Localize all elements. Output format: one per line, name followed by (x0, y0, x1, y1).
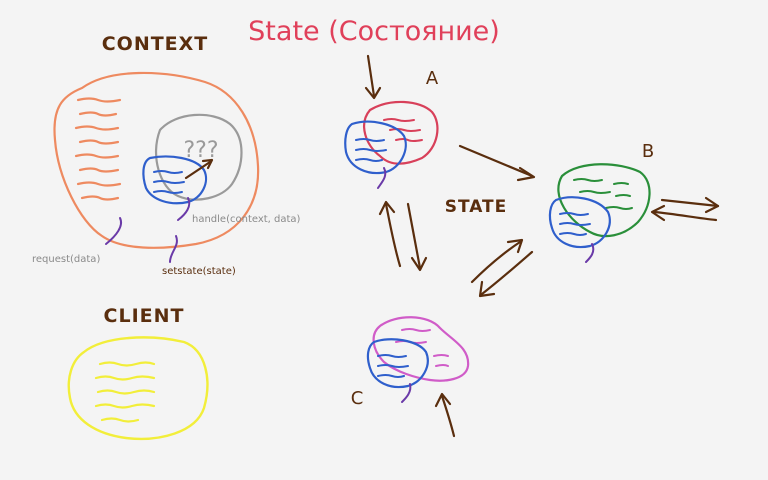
current-state-blob (142, 155, 214, 205)
handle-label: handle(context, data) (192, 214, 301, 225)
state-a-blob (344, 100, 439, 189)
state-b-label: B (642, 141, 654, 162)
context-label: CONTEXT (102, 33, 209, 55)
state-a-label: A (426, 68, 439, 89)
arrow-into-state-c (434, 392, 456, 438)
request-label: request(data) (32, 254, 100, 265)
context-blob (53, 71, 260, 249)
diagram-title: State (Состояние) (248, 16, 500, 47)
arrow-into-state-a (364, 54, 382, 100)
state-c-label: C (351, 388, 364, 409)
connector-squiggles (105, 197, 191, 263)
state-c-blob (366, 316, 470, 403)
arrow-a-to-b (458, 144, 536, 182)
client-label: CLIENT (104, 305, 185, 327)
arrows-b-c (470, 238, 534, 298)
question-marks: ??? (183, 138, 218, 163)
arrows-a-c (378, 200, 428, 272)
state-label: STATE (445, 197, 508, 217)
client-blob (67, 336, 209, 440)
arrows-b-external (650, 196, 720, 222)
state-b-blob (548, 163, 651, 263)
unknown-state-blob: ??? (154, 113, 243, 201)
setstate-label: setstate(state) (162, 266, 236, 277)
